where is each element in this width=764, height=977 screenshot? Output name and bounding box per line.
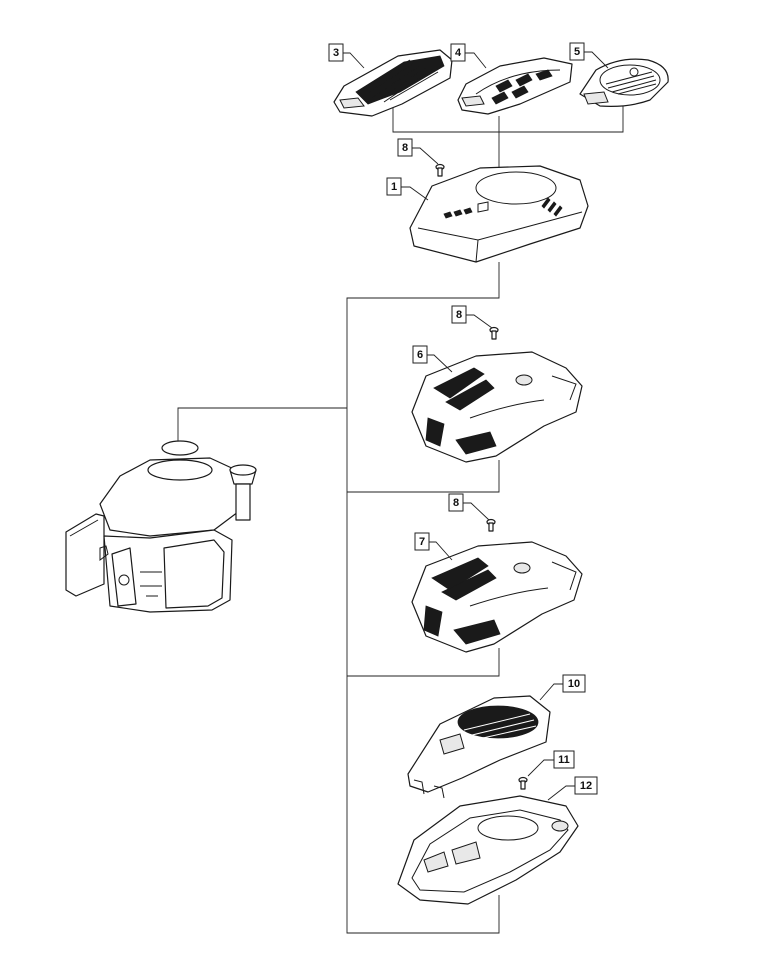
- callout-7: 7: [414, 532, 430, 551]
- svg-text:8: 8: [402, 142, 408, 154]
- screw-11: [518, 776, 528, 790]
- part-6-shroud: [411, 351, 583, 463]
- svg-text:10: 10: [568, 678, 580, 690]
- callout-3: 3: [328, 43, 344, 62]
- part-3-slatted-cover: [333, 49, 453, 117]
- callout-8-middle: 8: [451, 305, 467, 324]
- svg-text:1: 1: [391, 181, 397, 193]
- part-10-grille-cover: [407, 695, 551, 799]
- svg-text:7: 7: [419, 536, 425, 548]
- callout-8-top: 8: [397, 138, 413, 157]
- part-12-lower-housing: [397, 795, 579, 905]
- callout-4: 4: [450, 43, 466, 62]
- svg-text:8: 8: [453, 497, 459, 509]
- leader-lines: [343, 51, 609, 801]
- svg-text:12: 12: [580, 780, 592, 792]
- svg-text:8: 8: [456, 309, 462, 321]
- svg-text:6: 6: [417, 349, 423, 361]
- callout-5: 5: [569, 42, 585, 61]
- part-5-vent-cover: [579, 58, 669, 107]
- part-1-shroud-base: [409, 165, 589, 263]
- part-7-shroud: [411, 541, 583, 653]
- svg-text:4: 4: [455, 47, 462, 59]
- part-4-ribbed-cover: [457, 57, 573, 115]
- callout-11: 11: [553, 750, 575, 769]
- svg-text:5: 5: [574, 46, 580, 58]
- screw-8-top: [435, 163, 445, 177]
- screw-8-middle: [489, 326, 499, 340]
- callout-12: 12: [574, 776, 598, 795]
- assembly-link-lines: [177, 104, 624, 934]
- callout-10: 10: [562, 674, 586, 693]
- callout-8-lower: 8: [448, 493, 464, 512]
- svg-text:3: 3: [333, 47, 339, 59]
- engine-assembly: [65, 440, 257, 613]
- screw-8-lower: [486, 518, 496, 532]
- svg-text:11: 11: [558, 754, 570, 766]
- callout-6: 6: [412, 345, 428, 364]
- callout-1: 1: [386, 177, 402, 196]
